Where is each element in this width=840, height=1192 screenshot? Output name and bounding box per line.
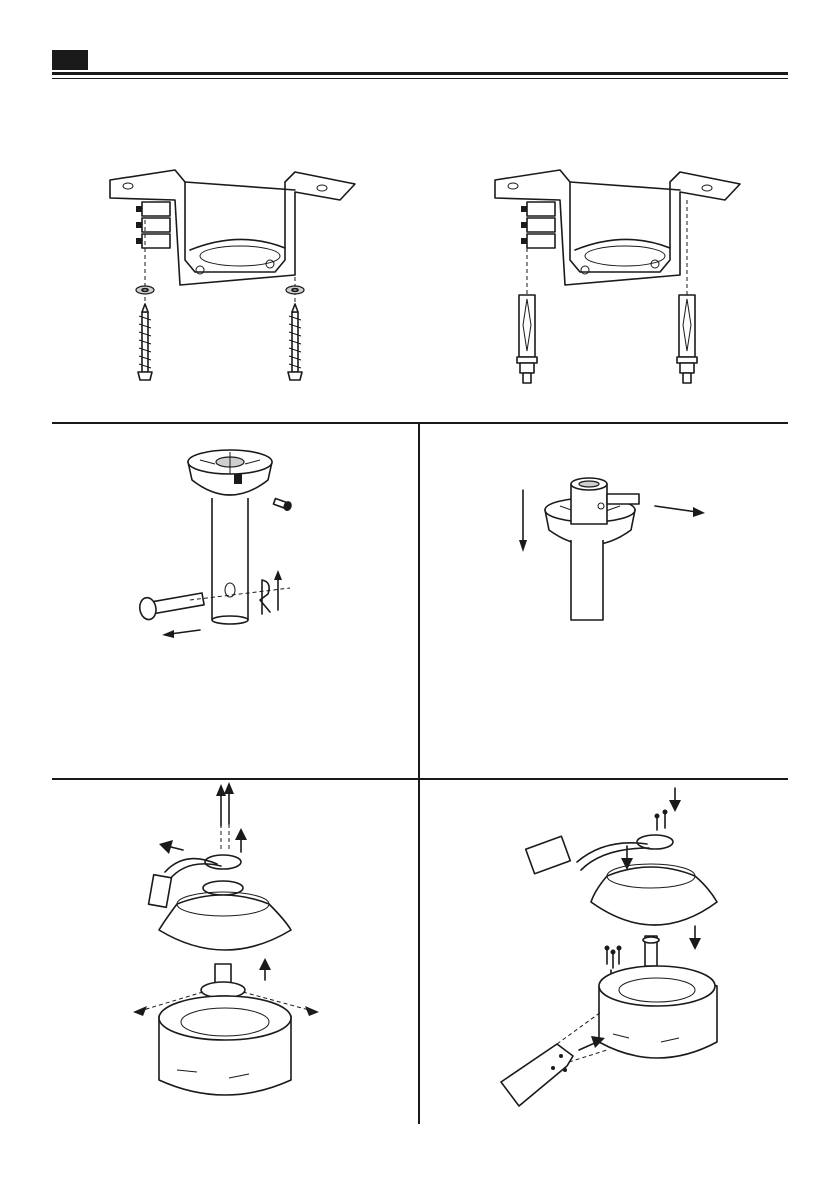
- grid-rule-center: [418, 422, 420, 1124]
- motor-blade-assembly-figure: [495, 780, 745, 1120]
- grid-rule-top: [52, 422, 788, 424]
- bracket-wood-screws-figure: [100, 160, 360, 390]
- header-rule-thin: [52, 78, 788, 79]
- canopy-removal-figure: [125, 780, 335, 1120]
- downrod-pin-clip-figure: [130, 440, 310, 640]
- section-tab: [52, 50, 88, 70]
- bracket-anchor-bolts-figure: [485, 160, 745, 390]
- downrod-insert-figure: [505, 470, 725, 630]
- header-rule: [52, 72, 788, 75]
